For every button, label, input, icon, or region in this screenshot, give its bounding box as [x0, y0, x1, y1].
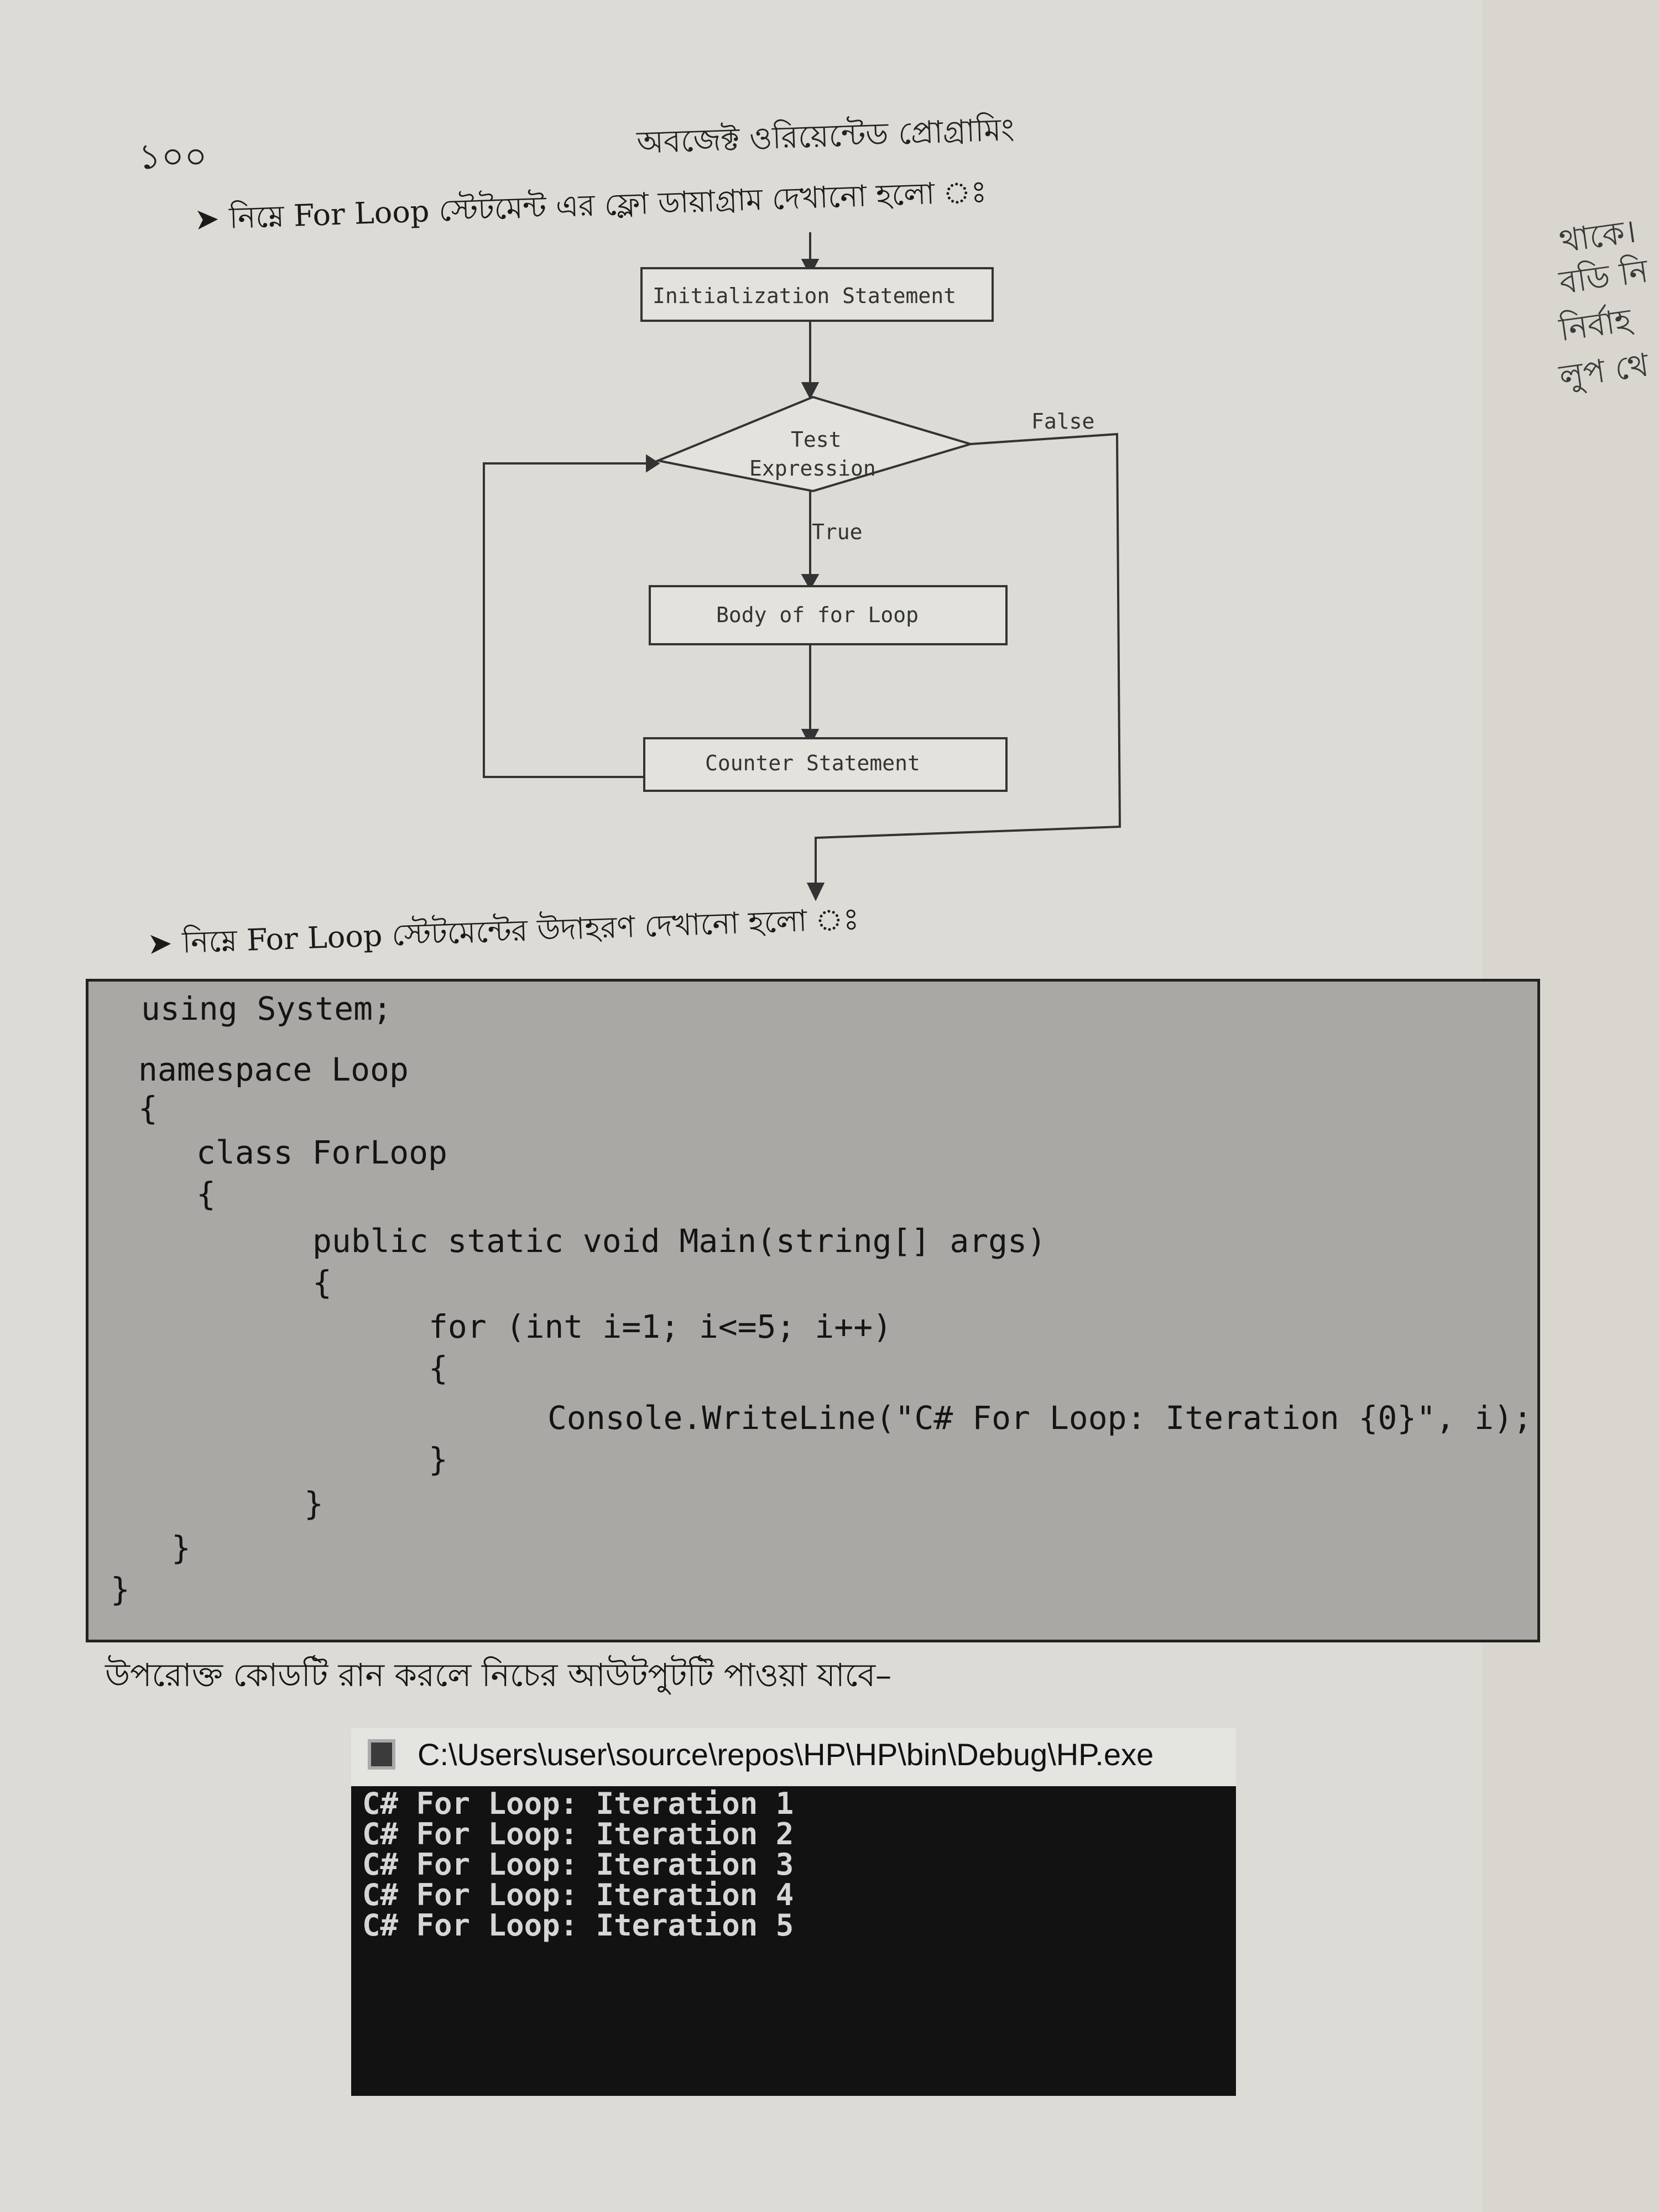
book-page: ১০০ অবজেক্ট ওরিয়েন্টেড প্রোগ্রামিং ➤নিম… [0, 0, 1540, 2212]
test-expression-diamond [654, 395, 974, 493]
console-line: C# For Loop: Iteration 4 [362, 1877, 794, 1912]
code-line: for (int i=1; i<=5; i++) [429, 1308, 893, 1345]
for-loop-flowchart: Initialization Statement Test Expression… [483, 232, 1121, 901]
code-line: } [171, 1529, 191, 1567]
true-label: True [812, 520, 863, 544]
page-number: ১০০ [138, 137, 207, 178]
code-line: namespace Loop [138, 1051, 409, 1088]
console-titlebar: C:\Users\user\source\repos\HP\HP\bin\Deb… [351, 1728, 1236, 1789]
console-app-icon [368, 1739, 395, 1770]
code-line: { [138, 1089, 158, 1127]
counter-box [643, 737, 1008, 792]
code-line: Console.WriteLine("C# For Loop: Iteratio… [547, 1399, 1532, 1437]
init-label: Initialization Statement [653, 284, 956, 308]
code-line: } [111, 1571, 130, 1608]
code-line: { [312, 1264, 332, 1301]
flow-entry-arrowhead [801, 259, 820, 276]
body-label: Body of for Loop [716, 603, 919, 627]
console-output: C# For Loop: Iteration 1 C# For Loop: It… [351, 1786, 1236, 2096]
bullet-arrow-icon: ➤ [147, 925, 173, 961]
loop-back-line [483, 462, 653, 778]
console-line: C# For Loop: Iteration 1 [362, 1786, 794, 1821]
test-label-1: Test [791, 427, 842, 452]
test-label-2: Expression [749, 456, 876, 481]
false-exit-line [815, 432, 1121, 890]
output-caption: উপরোক্ত কোডটি রান করলে নিচের আউটপুটটি পা… [105, 1656, 892, 1694]
false-label: False [1031, 409, 1094, 434]
code-line: class ForLoop [196, 1134, 447, 1171]
code-listing: using System; namespace Loop { class For… [86, 979, 1540, 1642]
counter-label: Counter Statement [705, 751, 920, 775]
code-line: } [429, 1441, 448, 1478]
console-line: C# For Loop: Iteration 2 [362, 1817, 794, 1851]
console-line: C# For Loop: Iteration 5 [362, 1908, 794, 1943]
console-window: C:\Users\user\source\repos\HP\HP\bin\Deb… [351, 1728, 1236, 2096]
code-line: } [304, 1485, 324, 1522]
body-box [649, 585, 1008, 645]
console-title: C:\Users\user\source\repos\HP\HP\bin\Deb… [418, 1737, 1154, 1772]
code-line: using System; [141, 990, 392, 1027]
init-box [640, 267, 994, 322]
code-line: { [196, 1175, 216, 1213]
code-line: { [429, 1349, 448, 1387]
code-line: public static void Main(string[] args) [312, 1222, 1046, 1260]
console-line: C# For Loop: Iteration 3 [362, 1847, 794, 1882]
